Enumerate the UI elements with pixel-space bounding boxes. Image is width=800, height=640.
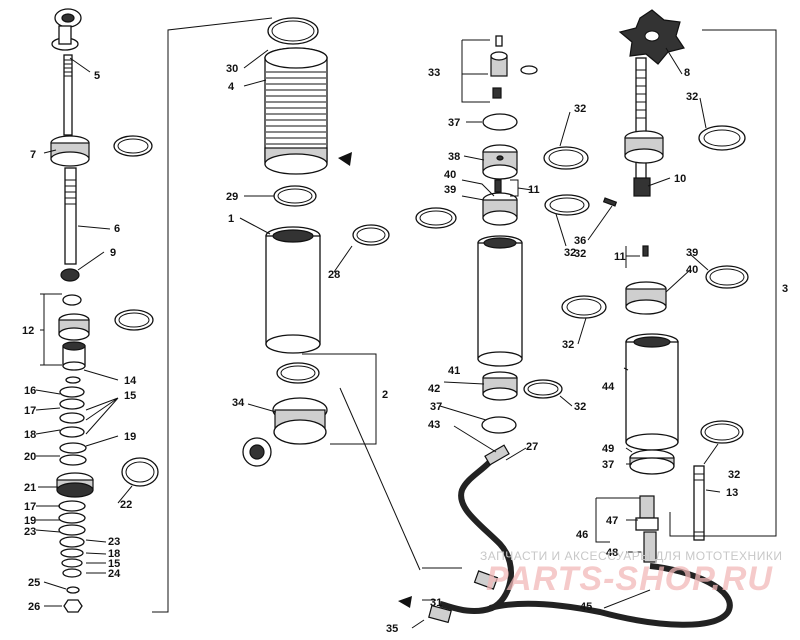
callout-32b: 32 [564,247,576,259]
callout-15b: 15 [108,558,120,570]
callout-28: 28 [328,269,340,281]
callout-4: 4 [228,81,235,93]
callout-16: 16 [24,385,36,397]
callout-18a: 18 [24,429,36,441]
callout-39a: 39 [444,184,456,196]
callout-17a: 17 [24,405,36,417]
callout-38: 38 [448,151,460,163]
callout-39b: 39 [686,247,698,259]
callout-23b: 23 [108,536,120,548]
callout-37c: 37 [602,459,614,471]
callout-32e: 32 [574,248,586,260]
callout-8: 8 [684,67,690,79]
callout-20: 20 [24,451,36,463]
callout-31: 31 [430,597,442,609]
callout-18b: 18 [108,548,120,560]
callout-29: 29 [226,191,238,203]
damper-rod-assembly [50,8,159,613]
callout-48: 48 [606,547,618,559]
callout-44: 44 [602,381,615,393]
callout-14: 14 [124,375,137,387]
callout-1: 1 [228,213,234,225]
callout-12: 12 [22,325,34,337]
callout-37b: 37 [430,401,442,413]
callout-6: 6 [114,223,120,235]
callout-11b: 11 [614,251,626,263]
callout-46: 46 [576,529,588,541]
callout-7: 7 [30,149,36,161]
callout-40b: 40 [686,264,698,276]
callout-21: 21 [24,482,36,494]
callout-32f: 32 [562,339,574,351]
watermark-tagline: ЗАПЧАСТИ И АКСЕССУАРЫ ДЛЯ МОТОТЕХНИКИ [480,549,782,563]
callout-5: 5 [94,70,100,82]
callout-32a: 32 [574,103,586,115]
callout-32g: 32 [728,469,740,481]
callout-43: 43 [428,419,440,431]
callout-23a: 23 [24,526,36,538]
callout-33: 33 [428,67,440,79]
leader-lines [35,17,777,629]
callout-32d: 32 [686,91,698,103]
callout-15a: 15 [124,390,136,402]
watermark-brand: PARTS-SHOP.RU [486,560,773,598]
callout-24: 24 [108,568,121,580]
callout-45: 45 [580,601,592,613]
callout-32c: 32 [574,401,586,413]
reservoir-b-assembly [561,9,749,563]
callout-3: 3 [782,283,788,295]
callout-labels: 5 7 6 9 12 14 16 15 17 18 19 20 21 22 17… [22,63,788,635]
callout-27: 27 [526,441,538,453]
callout-30: 30 [226,63,238,75]
watermark: ЗАПЧАСТИ И АКСЕССУАРЫ ДЛЯ МОТОТЕХНИКИ PA… [480,549,782,598]
callout-10: 10 [674,173,686,185]
callout-19b: 19 [24,515,36,527]
callout-11a: 11 [528,184,540,196]
callout-35: 35 [386,623,398,635]
callout-25: 25 [28,577,40,589]
callout-19a: 19 [124,431,136,443]
callout-2: 2 [382,389,388,401]
callout-49: 49 [602,443,614,455]
callout-22: 22 [120,499,132,511]
shock-body-assembly [242,17,390,467]
callout-42: 42 [428,383,440,395]
hose-assembly [398,444,733,628]
callout-36: 36 [574,235,586,247]
callout-41: 41 [448,365,460,377]
reservoir-a-assembly [415,35,590,434]
callout-40a: 40 [444,169,456,181]
callout-47: 47 [606,515,618,527]
callout-17b: 17 [24,501,36,513]
callout-13: 13 [726,487,738,499]
callout-9: 9 [110,247,116,259]
callout-34: 34 [232,397,245,409]
callout-37a: 37 [448,117,460,129]
callout-26: 26 [28,601,40,613]
